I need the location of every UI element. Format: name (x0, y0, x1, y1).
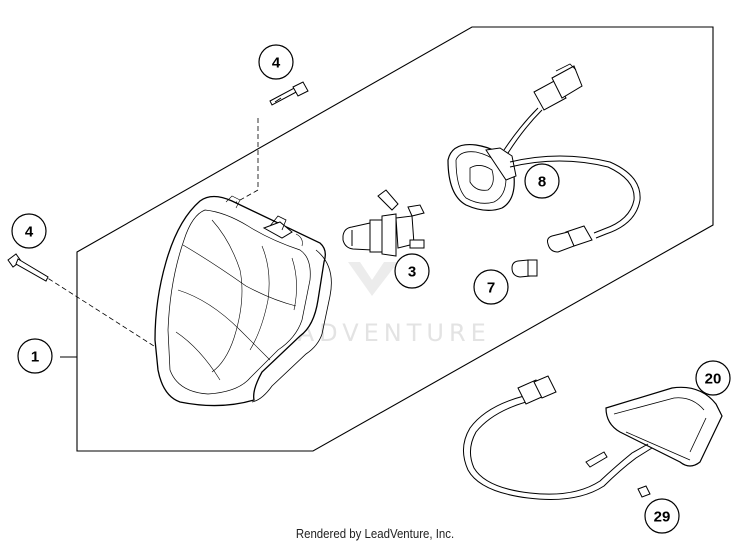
callout-7: 7 (473, 269, 509, 305)
callout-4-top-label: 4 (272, 55, 281, 72)
screw-top-icon (269, 81, 309, 106)
callout-7-label: 7 (487, 280, 495, 297)
footer-credit: Rendered by LeadVenture, Inc. (295, 526, 455, 541)
screw-left-icon (7, 253, 49, 282)
callout-20: 20 (695, 360, 731, 396)
callout-29-label: 29 (654, 509, 671, 526)
callout-8-label: 8 (538, 174, 546, 191)
dashed-leaders (34, 118, 259, 356)
callout-8: 8 (524, 163, 560, 199)
callout-20-label: 20 (705, 371, 722, 388)
callout-4-top: 4 (258, 44, 294, 80)
h4-bulb-icon (342, 189, 425, 257)
watermark-logo-icon (348, 262, 398, 296)
parking-bulb-icon (511, 259, 538, 278)
license-light-icon (463, 375, 723, 500)
bulb-socket-icon (447, 63, 641, 253)
callout-4-left-label: 4 (25, 224, 34, 241)
assembly-outline (76, 26, 714, 452)
callout-29: 29 (644, 498, 680, 534)
callout-1: 1 (17, 338, 53, 374)
callout-4-left: 4 (11, 213, 47, 249)
callout-3-label: 3 (408, 264, 416, 281)
headlight-icon (154, 195, 332, 407)
callout-1-label: 1 (31, 349, 39, 366)
callout-3: 3 (394, 253, 430, 289)
